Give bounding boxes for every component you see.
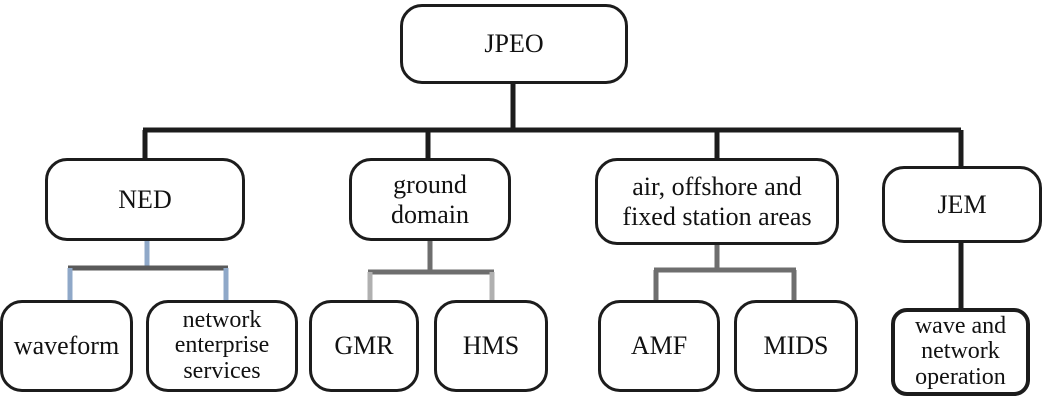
child-node-wave-and-network-operation: wave and network operation (891, 308, 1030, 396)
child-label-mids: MIDS (763, 331, 829, 361)
child-label-hms: HMS (462, 331, 520, 361)
department-label-jem: JEM (937, 189, 987, 219)
child-node-mids: MIDS (734, 300, 858, 392)
department-node-ground-domain: ground domain (349, 158, 511, 241)
child-label-waveform: waveform (13, 331, 120, 361)
child-label-wave-and-network-operation: wave and network operation (914, 313, 1007, 390)
child-node-network-enterprise-services: network enterprise services (146, 300, 298, 392)
department-node-air-offshore: air, offshore and fixed station areas (595, 158, 839, 245)
child-label-gmr: GMR (334, 331, 394, 361)
root-label: JPEO (484, 29, 544, 59)
department-label-ned: NED (118, 184, 172, 214)
child-label-amf: AMF (630, 331, 688, 361)
department-label-air-offshore: air, offshore and fixed station areas (622, 172, 812, 231)
department-node-ned: NED (45, 158, 245, 241)
child-node-waveform: waveform (0, 300, 133, 392)
root-node-jpeo: JPEO (400, 4, 628, 84)
child-node-hms: HMS (434, 300, 548, 392)
child-node-amf: AMF (598, 300, 720, 392)
department-label-ground-domain: ground domain (391, 170, 469, 229)
child-node-gmr: GMR (309, 300, 419, 392)
department-node-jem: JEM (882, 166, 1042, 243)
child-label-network-enterprise-services: network enterprise services (174, 307, 270, 384)
